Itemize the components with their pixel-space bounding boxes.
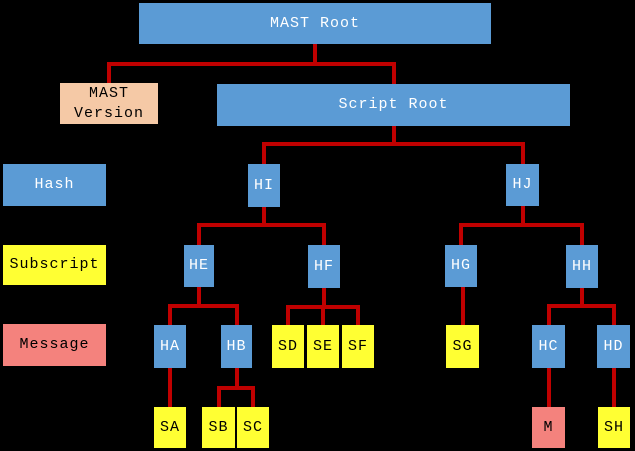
node-hb: HB	[221, 325, 252, 368]
connector-line	[168, 368, 172, 407]
connector-line	[321, 309, 325, 325]
legend-subscript-label: Subscript	[3, 245, 106, 285]
connector-line	[197, 287, 201, 308]
node-se: SE	[307, 325, 339, 368]
node-label: SD	[277, 337, 298, 355]
connector-line	[356, 309, 360, 325]
node-ha: HA	[154, 325, 186, 368]
node-label: SC	[242, 418, 263, 436]
connector-line	[520, 206, 525, 227]
connector-line	[262, 207, 266, 227]
connector-line	[546, 368, 551, 407]
node-sf: SF	[342, 325, 374, 368]
connector-line	[391, 126, 396, 146]
node-label: SA	[159, 418, 180, 436]
connector-line	[612, 368, 616, 407]
node-label: M	[543, 418, 554, 436]
connector-line	[322, 288, 326, 309]
node-mast-root: MAST Root	[139, 3, 491, 44]
node-label: Message	[19, 336, 90, 354]
node-label: HI	[253, 176, 274, 194]
node-hh: HH	[566, 245, 598, 288]
node-script-root: Script Root	[217, 84, 570, 126]
node-hj: HJ	[506, 164, 539, 206]
connector-line	[520, 146, 525, 164]
connector-line	[107, 62, 396, 66]
node-m: M	[532, 407, 565, 448]
connector-line	[197, 227, 201, 245]
connector-line	[546, 304, 616, 308]
node-label: SF	[347, 337, 368, 355]
node-label: HG	[450, 257, 471, 275]
node-label: HH	[571, 257, 592, 275]
node-sb: SB	[202, 407, 235, 448]
connector-line	[234, 368, 239, 390]
node-label: SH	[603, 418, 624, 436]
node-label: HB	[226, 337, 247, 355]
node-label: SB	[208, 418, 229, 436]
node-label: SG	[452, 337, 473, 355]
legend-message-label: Message	[3, 324, 106, 366]
node-sa: SA	[154, 407, 186, 448]
connector-line	[459, 223, 584, 227]
node-sd: SD	[272, 325, 304, 368]
connector-line	[391, 66, 396, 84]
connector-line	[234, 308, 239, 325]
connector-line	[546, 308, 551, 325]
node-hg: HG	[445, 245, 477, 287]
node-sc: SC	[237, 407, 269, 448]
node-label: SE	[312, 337, 333, 355]
node-label: MAST Root	[269, 14, 360, 32]
connector-line	[286, 309, 290, 325]
connector-line	[168, 308, 172, 325]
connector-line	[580, 227, 584, 245]
node-sh: SH	[598, 407, 630, 448]
node-hc: HC	[532, 325, 565, 368]
connector-line	[580, 288, 584, 308]
node-label: HC	[538, 337, 559, 355]
connector-line	[216, 386, 255, 390]
node-label: HA	[159, 337, 180, 355]
node-label: HE	[188, 257, 209, 275]
node-label: HJ	[512, 176, 533, 194]
node-label: Version	[73, 104, 144, 122]
connector-line	[262, 142, 525, 146]
legend-hash-label: Hash	[3, 164, 106, 206]
node-label: HF	[313, 257, 334, 275]
node-hf: HF	[308, 245, 340, 288]
connector-line	[216, 390, 221, 407]
node-he: HE	[184, 245, 214, 287]
connector-line	[322, 227, 326, 245]
connector-line	[313, 44, 317, 66]
node-hd: HD	[597, 325, 630, 368]
node-label: HD	[603, 337, 624, 355]
connector-line	[459, 227, 463, 245]
node-label: Hash	[34, 176, 75, 194]
connector-line	[262, 146, 266, 164]
node-label: MAST	[88, 85, 129, 103]
node-label: Subscript	[9, 256, 100, 274]
connector-line	[168, 304, 239, 308]
node-sg: SG	[446, 325, 479, 368]
node-hi: HI	[248, 164, 280, 207]
connector-line	[460, 287, 465, 325]
connector-line	[251, 390, 255, 407]
connector-line	[107, 66, 111, 83]
connector-line	[197, 223, 326, 227]
connector-line	[611, 308, 616, 325]
connector-line	[286, 305, 360, 309]
node-label: Script Root	[338, 96, 449, 114]
